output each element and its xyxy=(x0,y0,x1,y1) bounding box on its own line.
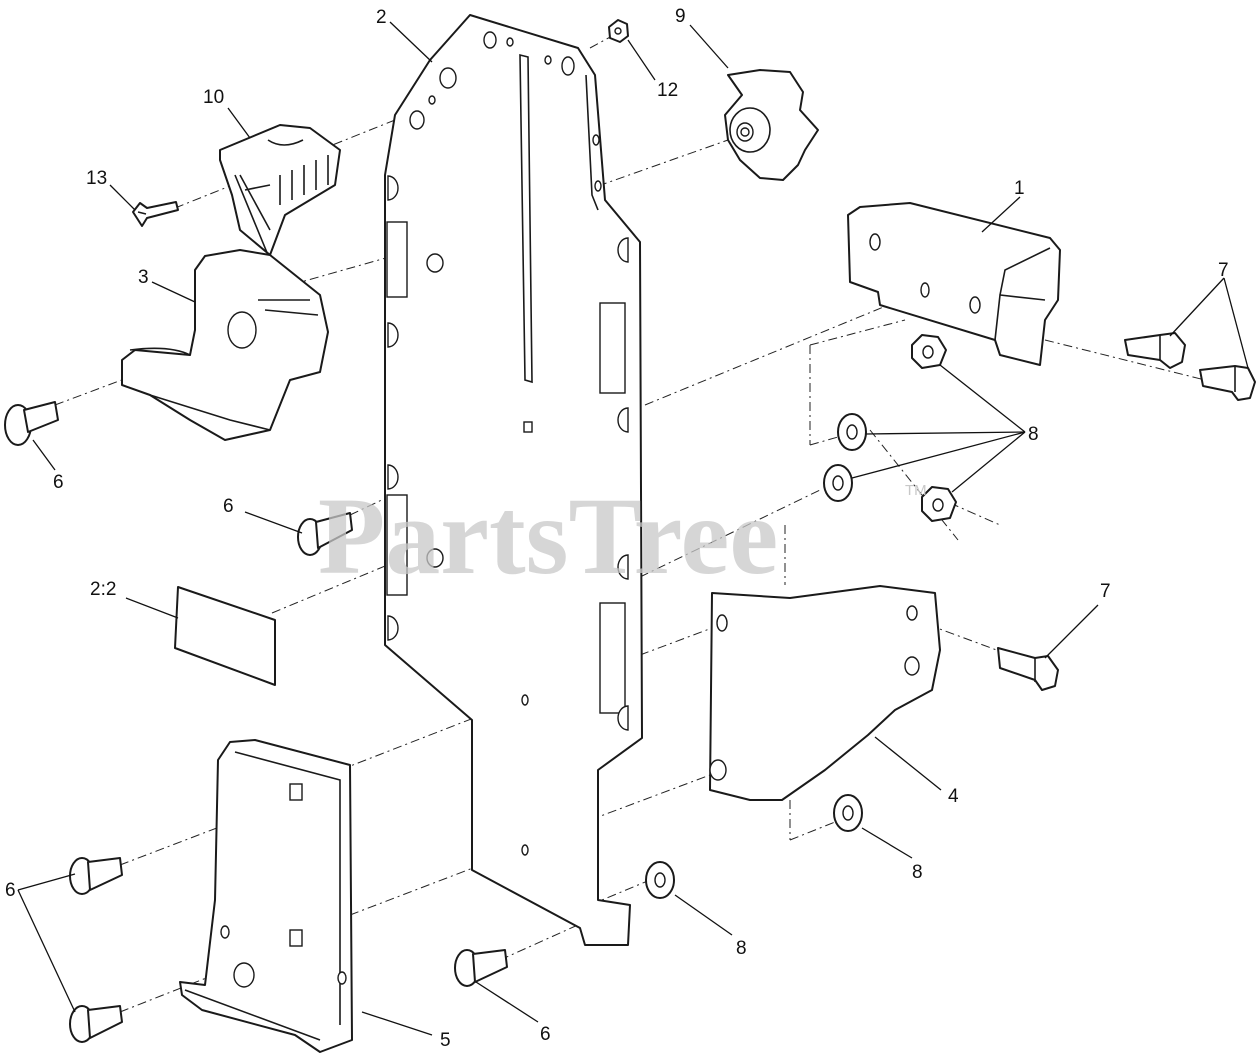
callout-7-upper: 7 xyxy=(1218,260,1229,281)
watermark-trademark: TM xyxy=(905,482,927,499)
callout-5: 5 xyxy=(440,1030,451,1051)
watermark: PartsTree TM xyxy=(318,475,927,597)
part-13-screw xyxy=(132,201,179,227)
part-4-side-plate xyxy=(709,585,941,801)
callout-6-bottom: 6 xyxy=(540,1024,551,1045)
part-8-nut-d xyxy=(921,486,957,522)
callout-8-bottom: 8 xyxy=(736,938,747,959)
part-6-rivet-lower-left-b xyxy=(69,1005,123,1043)
callout-3: 3 xyxy=(138,267,149,288)
part-6-rivet-center xyxy=(297,512,353,556)
part-6-rivet-upper-left xyxy=(4,401,59,446)
callout-2-2: 2:2 xyxy=(90,579,116,600)
part-6-rivet-lower-left-a xyxy=(69,857,123,895)
part-2-mounting-plate xyxy=(384,14,643,946)
callout-13: 13 xyxy=(86,168,107,189)
callout-9: 9 xyxy=(675,6,686,27)
callout-8-group: 8 xyxy=(1028,424,1039,445)
part-8-nut-e xyxy=(833,794,863,832)
leader-lines xyxy=(17,21,1249,1036)
watermark-text: PartsTree xyxy=(318,475,778,597)
part-6-rivet-bottom xyxy=(454,949,508,987)
callout-8-right: 8 xyxy=(912,862,923,883)
part-8-nut-c xyxy=(823,464,853,502)
part-12-nut xyxy=(608,19,629,43)
part-7-bolt-a xyxy=(1124,332,1186,369)
part-2-2-decal xyxy=(174,586,276,686)
callout-4: 4 xyxy=(948,786,959,807)
part-9-knob xyxy=(724,69,819,181)
part-3-holder-bracket xyxy=(121,249,329,441)
part-7-bolt-c xyxy=(997,647,1059,691)
part-5-lower-bracket xyxy=(179,739,353,1053)
callout-1: 1 xyxy=(1014,178,1025,199)
callout-6-center: 6 xyxy=(223,496,234,517)
part-7-bolt-b xyxy=(1199,365,1256,401)
part-1-upper-bracket xyxy=(847,202,1061,366)
part-8-nut-a xyxy=(911,334,947,369)
callout-6-lower-left: 6 xyxy=(5,880,16,901)
callout-10: 10 xyxy=(203,87,224,108)
part-10-cable-clamp xyxy=(219,124,341,256)
part-8-nut-f xyxy=(645,861,675,899)
callout-6-upper-left: 6 xyxy=(53,472,64,493)
callout-12: 12 xyxy=(657,80,678,101)
callout-2: 2 xyxy=(376,7,387,28)
callout-labels: 1 2 3 6 6 2:2 4 5 6 6 7 7 8 8 8 9 10 12 … xyxy=(5,6,1229,1051)
callout-7-lower: 7 xyxy=(1100,581,1111,602)
part-8-nut-b xyxy=(837,413,867,451)
